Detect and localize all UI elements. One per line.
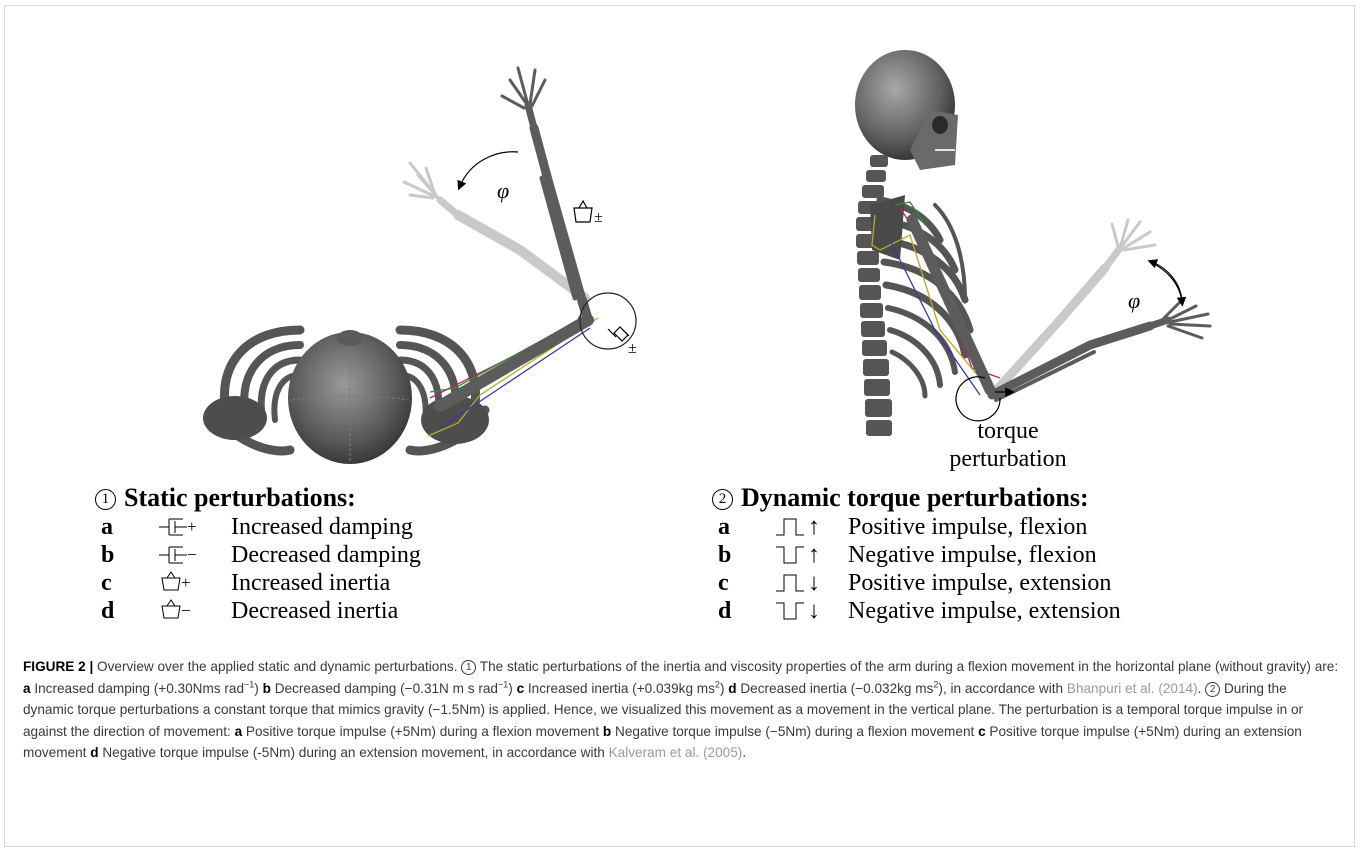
left-angle-symbol: φ [497, 178, 509, 203]
right-scapula [870, 195, 905, 260]
damper-icon [157, 541, 207, 569]
static-legend-number: 1 [95, 489, 116, 510]
caption-label: FIGURE 2 | [23, 659, 93, 674]
mass-icon [574, 201, 592, 222]
damper-marker-text: ± [628, 340, 637, 357]
legend-item: a ↑ Positive impulse, flexion [718, 513, 1192, 541]
legend-item: d ↓ Negative impulse, extension [718, 597, 1192, 625]
legend-item: a + Increased damping [101, 513, 515, 541]
spine [856, 155, 892, 436]
mass-marker-text: ± [594, 209, 603, 226]
right-angle-symbol: φ [1128, 288, 1140, 313]
legend-item: b − Decreased damping [101, 541, 515, 569]
legend-item: b ↑ Negative impulse, flexion [718, 541, 1192, 569]
left-scapula-shape [203, 396, 267, 440]
damper-icon [157, 513, 207, 541]
citation-link[interactable]: Kalveram et al. (2005) [609, 745, 743, 760]
caption-circle-2: 2 [1205, 682, 1220, 697]
legend-item: c + Increased inertia [101, 569, 515, 597]
caption-circle-1: 1 [461, 660, 476, 675]
torque-annotation-line2: perturbation [949, 446, 1066, 472]
right-rotation-arrow [1150, 262, 1182, 302]
right-skeleton-sideview: φ torque perturbation [855, 50, 1210, 472]
torque-annotation-line1: torque [977, 418, 1038, 444]
figure-caption: FIGURE 2 | Overview over the applied sta… [23, 656, 1341, 764]
left-rotation-arrow [460, 152, 518, 186]
legend-item: d − Decreased inertia [101, 597, 515, 625]
left-skeleton-topview: ± ± φ [203, 68, 637, 464]
right-forearm [992, 300, 1210, 400]
dynamic-legend-number: 2 [712, 489, 733, 510]
legend-item: c ↓ Positive impulse, extension [718, 569, 1192, 597]
citation-link[interactable]: Bhanpuri et al. (2014) [1067, 681, 1198, 696]
damper-icon [608, 327, 629, 341]
